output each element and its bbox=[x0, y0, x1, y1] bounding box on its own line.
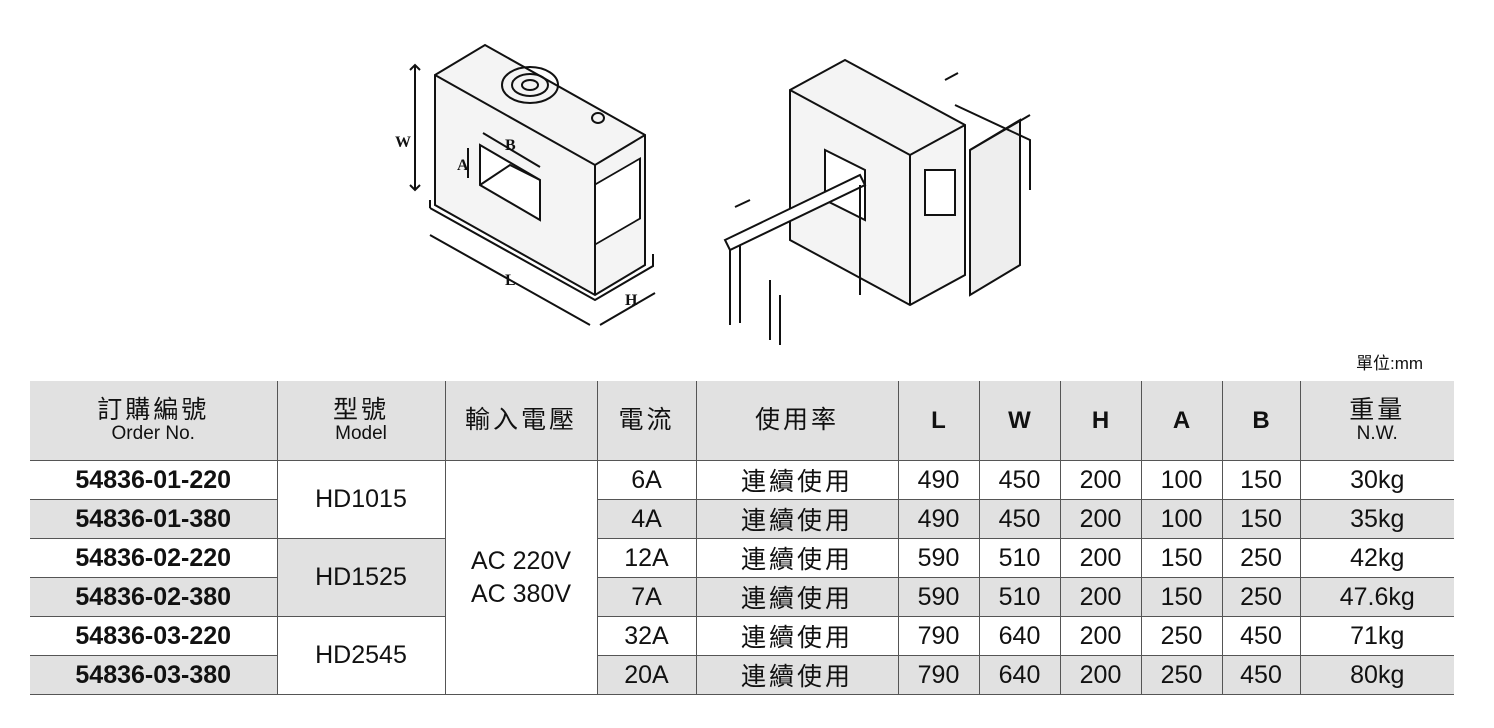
label-a: A bbox=[457, 157, 469, 174]
dim-a-value: 250 bbox=[1140, 616, 1222, 656]
dim-l-value: 590 bbox=[897, 577, 979, 617]
dim-w-value: 450 bbox=[978, 499, 1060, 539]
order-number: 54836-03-380 bbox=[30, 655, 277, 695]
dim-w-value: 510 bbox=[978, 577, 1060, 617]
voltage-value: AC 220V bbox=[470, 547, 572, 575]
dim-h-value: 200 bbox=[1059, 655, 1141, 695]
dim-a-value: 150 bbox=[1140, 577, 1222, 617]
dim-b-value: 150 bbox=[1221, 499, 1300, 539]
dim-a-value: 150 bbox=[1140, 538, 1222, 578]
weight-value: 71kg bbox=[1299, 616, 1454, 656]
dim-b-value: 450 bbox=[1221, 616, 1300, 656]
demagnetizer-dimension-diagram: W A B L H bbox=[395, 43, 656, 326]
dim-l-value: 790 bbox=[897, 616, 979, 656]
duty-value: 連續使用 bbox=[695, 538, 898, 578]
dim-l-value: 590 bbox=[897, 538, 979, 578]
order-number: 54836-02-220 bbox=[30, 538, 277, 578]
current-value: 6A bbox=[596, 460, 696, 500]
weight-value: 35kg bbox=[1299, 499, 1454, 539]
duty-value: 連續使用 bbox=[695, 616, 898, 656]
current-value: 20A bbox=[596, 655, 696, 695]
dim-a-value: 250 bbox=[1140, 655, 1222, 695]
label-l: L bbox=[505, 272, 516, 289]
label-b: B bbox=[505, 137, 516, 154]
dim-w-value: 510 bbox=[978, 538, 1060, 578]
duty-value: 連續使用 bbox=[695, 499, 898, 539]
dim-w-value: 640 bbox=[978, 616, 1060, 656]
dim-a-value: 100 bbox=[1140, 460, 1222, 500]
header-duty: 使用率 bbox=[695, 381, 898, 461]
header-a: A bbox=[1140, 381, 1222, 461]
dim-b-value: 150 bbox=[1221, 460, 1300, 500]
header-b: B bbox=[1221, 381, 1300, 461]
order-number: 54836-01-220 bbox=[30, 460, 277, 500]
dim-l-value: 490 bbox=[897, 460, 979, 500]
header-voltage: 輸入電壓 bbox=[444, 381, 597, 461]
voltage-cell: AC 220V AC 380V bbox=[444, 460, 597, 695]
dim-l-value: 790 bbox=[897, 655, 979, 695]
dim-b-value: 250 bbox=[1221, 577, 1300, 617]
duty-value: 連續使用 bbox=[695, 577, 898, 617]
order-number: 54836-02-380 bbox=[30, 577, 277, 617]
header-w: W bbox=[978, 381, 1060, 461]
dim-h-value: 200 bbox=[1059, 499, 1141, 539]
weight-value: 47.6kg bbox=[1299, 577, 1454, 617]
conveyor-installation-diagram bbox=[723, 58, 1031, 345]
label-h: H bbox=[625, 292, 638, 309]
model-cell: HD1015 bbox=[276, 460, 445, 539]
dim-l-value: 490 bbox=[897, 499, 979, 539]
order-number: 54836-03-220 bbox=[30, 616, 277, 656]
voltage-value: AC 380V bbox=[470, 579, 572, 608]
header-current: 電流 bbox=[596, 381, 696, 461]
current-value: 7A bbox=[596, 577, 696, 617]
dim-w-value: 640 bbox=[978, 655, 1060, 695]
header-l: L bbox=[897, 381, 979, 461]
dim-h-value: 200 bbox=[1059, 538, 1141, 578]
weight-value: 30kg bbox=[1299, 460, 1454, 500]
dim-h-value: 200 bbox=[1059, 577, 1141, 617]
header-h: H bbox=[1059, 381, 1141, 461]
model-cell: HD2545 bbox=[276, 616, 445, 695]
weight-value: 80kg bbox=[1299, 655, 1454, 695]
weight-value: 42kg bbox=[1299, 538, 1454, 578]
dim-b-value: 250 bbox=[1221, 538, 1300, 578]
current-value: 32A bbox=[596, 616, 696, 656]
dim-w-value: 450 bbox=[978, 460, 1060, 500]
dim-h-value: 200 bbox=[1059, 460, 1141, 500]
dim-b-value: 450 bbox=[1221, 655, 1300, 695]
duty-value: 連續使用 bbox=[695, 655, 898, 695]
duty-value: 連續使用 bbox=[695, 460, 898, 500]
model-cell: HD1525 bbox=[276, 538, 445, 617]
label-w: W bbox=[395, 134, 411, 151]
order-number: 54836-01-380 bbox=[30, 499, 277, 539]
current-value: 12A bbox=[596, 538, 696, 578]
current-value: 4A bbox=[596, 499, 696, 539]
dim-a-value: 100 bbox=[1140, 499, 1222, 539]
dim-h-value: 200 bbox=[1059, 616, 1141, 656]
unit-label: 單位:mm bbox=[1356, 354, 1424, 373]
